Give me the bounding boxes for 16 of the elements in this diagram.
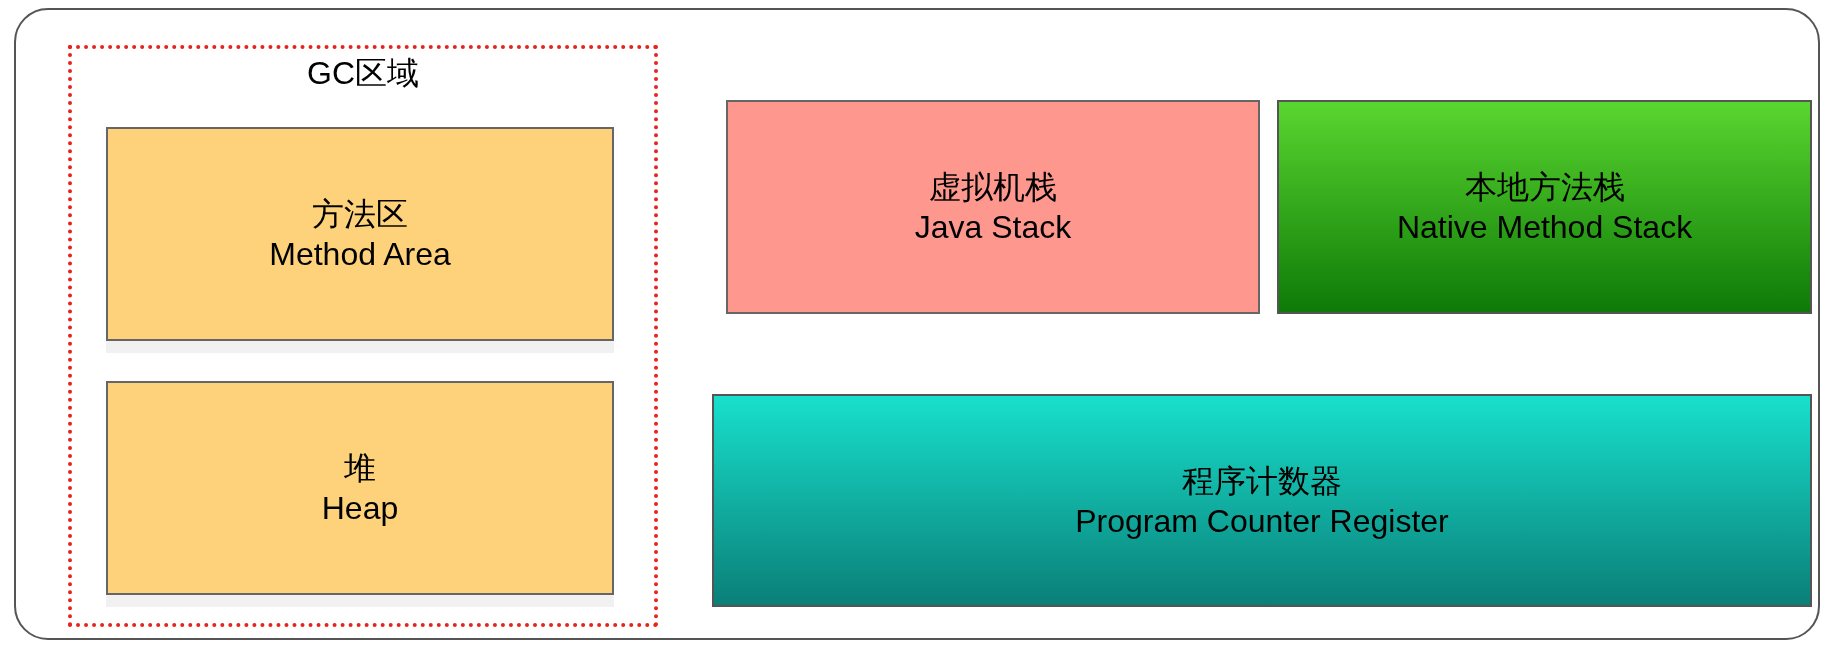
region-title: GC区域	[306, 54, 420, 93]
java-stack-box	[726, 100, 1260, 314]
gc-region	[68, 45, 658, 627]
english-label: Program Counter Register	[1075, 501, 1449, 541]
english-label: Java Stack	[914, 208, 1072, 247]
chinese-label: 本地方法栈	[1464, 168, 1625, 207]
english-label: Native Method Stack	[1396, 208, 1693, 247]
program-counter-box	[712, 394, 1812, 607]
chinese-label: 虚拟机栈	[929, 168, 1057, 207]
english-label: Heap	[321, 489, 399, 528]
chinese-label: 程序计数器	[1182, 461, 1342, 501]
english-label: Method Area	[269, 235, 451, 274]
native-method-stack-box	[1277, 100, 1812, 314]
chinese-label: 堆	[344, 449, 376, 488]
chinese-label: 方法区	[312, 195, 408, 234]
outer-container	[14, 8, 1820, 640]
